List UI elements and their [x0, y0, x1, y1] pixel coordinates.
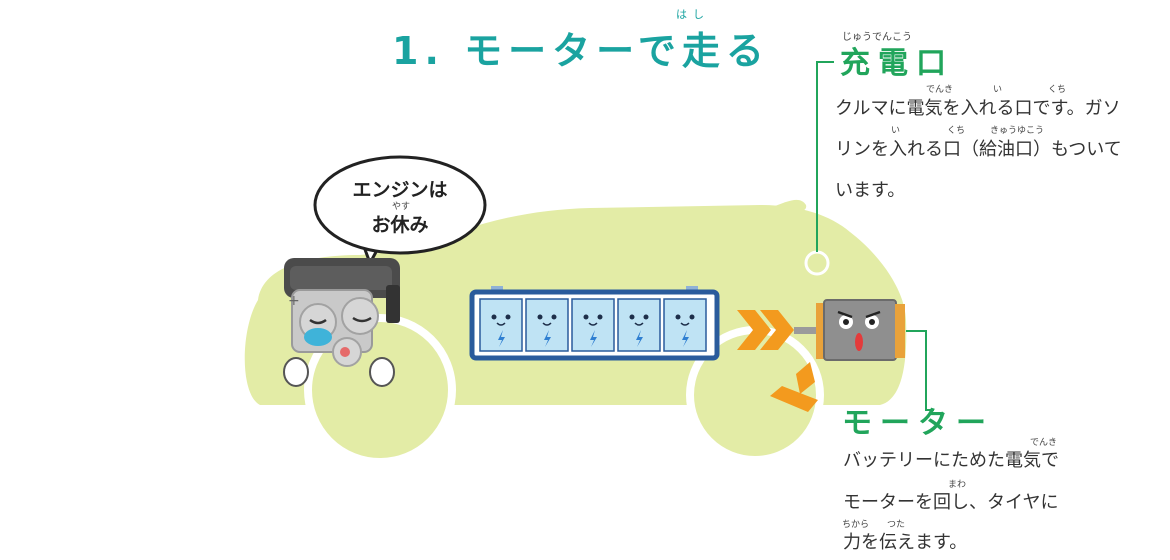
battery-cell-icon	[571, 298, 615, 352]
motor-line-2: モーターを回し、タイヤに	[843, 492, 1059, 513]
motor-heading: モーター	[842, 406, 994, 441]
ruby-tsuta: つた	[887, 520, 906, 530]
charging-port-line-3: います。	[835, 180, 906, 201]
battery-icon	[469, 286, 720, 361]
engine-character-icon: +	[283, 258, 400, 387]
battery-cell-icon	[663, 298, 707, 352]
double-chevron-icon-right	[737, 310, 794, 350]
charging-port-heading-ruby: じゅうでんこう	[842, 32, 912, 43]
ruby-i-1: い	[993, 85, 1003, 95]
charging-port-heading: 充電口	[840, 46, 954, 81]
motor-line-3: 力を伝えます。	[843, 532, 968, 553]
title-ruby: はし	[676, 8, 710, 21]
double-chevron-icon-down-left	[770, 362, 818, 412]
speech-bubble-icon	[313, 155, 487, 265]
ruby-i-2: い	[891, 126, 901, 136]
charging-port-line-1: クルマに電気を入れる口です。ガソ	[835, 98, 1121, 119]
ruby-kyuuyukou: きゅうゆこう	[990, 126, 1045, 136]
motor-callout-line	[906, 330, 934, 411]
battery-cell-icon	[479, 298, 523, 352]
motor-line-1: バッテリーにためた電気で	[843, 450, 1059, 471]
charging-port-line-2: リンを入れる口（給油口）もついて	[835, 139, 1122, 160]
ruby-kuchi-2: くち	[947, 126, 966, 136]
svg-text:+: +	[288, 293, 300, 309]
ruby-kuchi-1: くち	[1048, 85, 1067, 95]
ruby-denki-1: でんき	[926, 85, 954, 95]
bubble-line-1: エンジンは	[352, 179, 448, 201]
motor-character-icon	[794, 299, 905, 361]
bubble-line-2: お休み	[371, 214, 429, 236]
page-title: 1. モーターで走る	[392, 29, 770, 73]
battery-cell-icon	[617, 298, 661, 352]
battery-cell-icon	[525, 298, 569, 352]
ruby-denki-2: でんき	[1030, 438, 1058, 448]
bubble-ruby: やす	[392, 202, 411, 212]
ruby-chikara: ちから	[842, 520, 870, 530]
charging-port-callout-line	[816, 61, 834, 252]
ruby-mawa: まわ	[948, 480, 967, 490]
